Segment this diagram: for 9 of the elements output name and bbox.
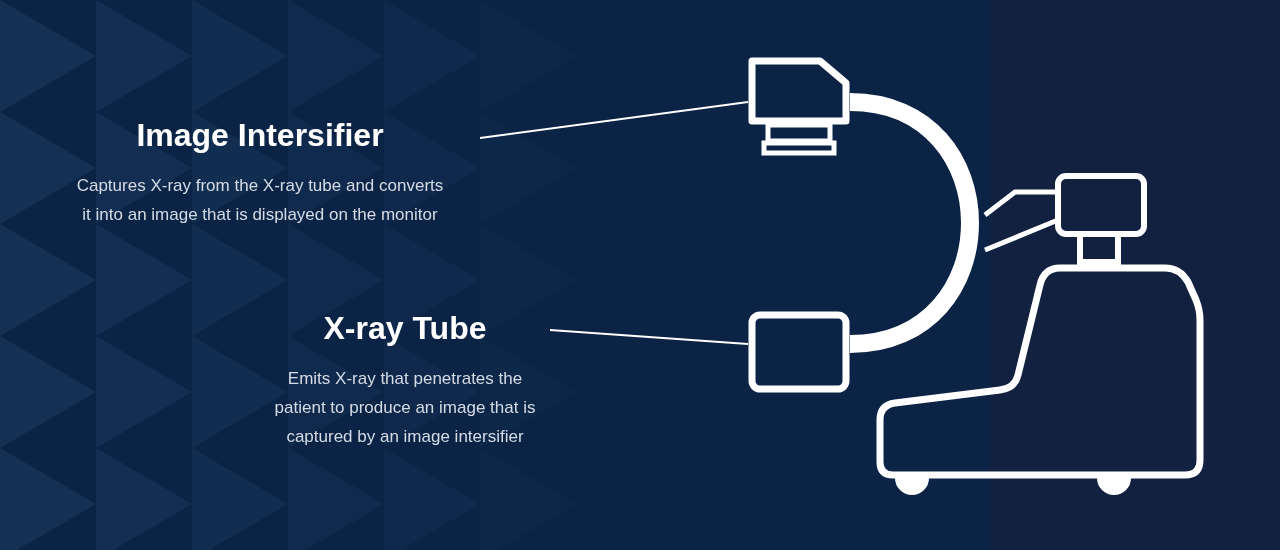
heading: Image Intersifier	[135, 116, 385, 155]
description: Emits X-ray that penetrates the patient to produce an image that is captured by an image intersifier	[273, 368, 537, 448]
description: Captures X-ray from the X-ray tube and converts it into an image that is displayed on the monitor	[75, 175, 445, 226]
image-intensifier-drawing	[748, 57, 850, 157]
c-arm	[848, 93, 979, 353]
heading: X-ray Tube	[322, 309, 488, 348]
leader-line	[479, 101, 749, 139]
leader-line	[549, 329, 749, 345]
x-ray-tube-box	[748, 311, 850, 393]
